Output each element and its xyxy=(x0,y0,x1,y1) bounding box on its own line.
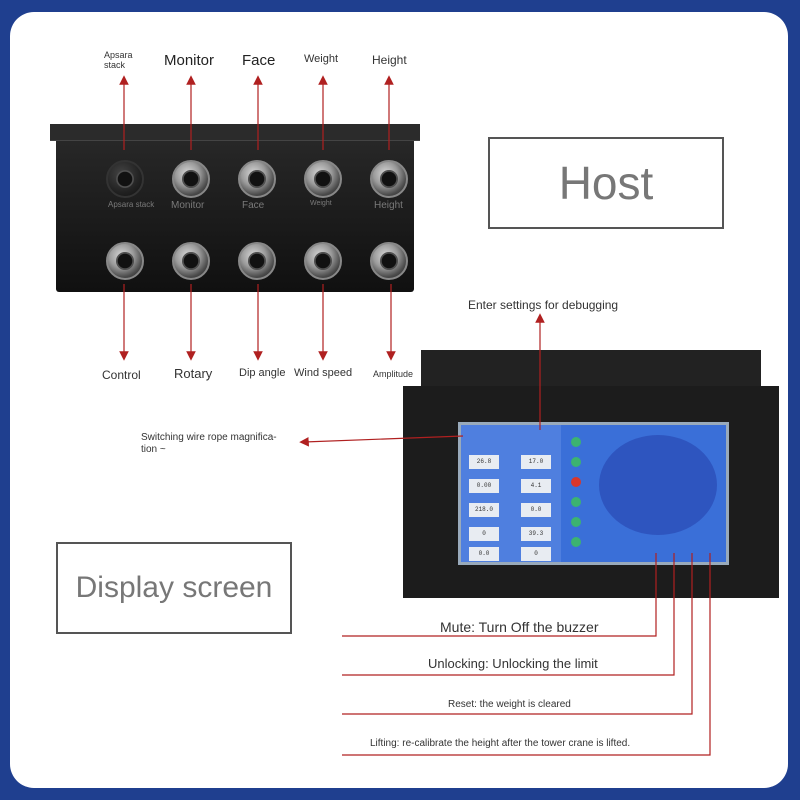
screen-value: 4.1 xyxy=(521,479,551,493)
screen-value: 218.0 xyxy=(469,503,499,517)
screen-value: 17.0 xyxy=(521,455,551,469)
face-connector xyxy=(238,160,276,198)
status-light[interactable] xyxy=(571,457,581,467)
label-monitor: Monitor xyxy=(164,52,215,69)
touch-screen: 26.8 17.0 0.00 4.1 218.0 0.0 0 39.3 0.0 … xyxy=(458,422,729,565)
wind-speed-connector xyxy=(304,242,342,280)
monitor-connector xyxy=(172,160,210,198)
host-title-box: Host xyxy=(488,137,724,229)
arrow-unlocking xyxy=(342,553,675,676)
screen-value: 0 xyxy=(521,547,551,561)
annotation-switching: Switching wire rope magnifica- tion ~ xyxy=(141,432,277,455)
status-light[interactable] xyxy=(571,537,581,547)
display-device: 26.8 17.0 0.00 4.1 218.0 0.0 0 39.3 0.0 … xyxy=(403,350,779,598)
label-rotary: Rotary xyxy=(174,366,213,381)
status-light[interactable] xyxy=(571,517,581,527)
screen-value: 26.8 xyxy=(469,455,499,469)
amplitude-connector xyxy=(370,242,408,280)
rotary-connector xyxy=(172,242,210,280)
annotation-mute: Mute: Turn Off the buzzer xyxy=(440,619,599,635)
label-dip-angle: Dip angle xyxy=(239,367,286,379)
annotation-reset: Reset: the weight is cleared xyxy=(448,699,571,710)
radar-display xyxy=(599,435,717,535)
screen-value: 0.0 xyxy=(469,547,499,561)
status-light[interactable] xyxy=(571,477,581,487)
annotation-lifting: Lifting: re-calibrate the height after t… xyxy=(370,738,631,749)
arrow-lifting xyxy=(342,553,711,756)
etched-label: Face xyxy=(242,200,265,211)
host-device: Apsara stack Monitor Face Weight Height xyxy=(50,124,420,292)
display-title-box: Display screen xyxy=(56,542,292,634)
etched-label: Apsara stack xyxy=(108,200,155,209)
label-weight: Weight xyxy=(304,53,339,65)
etched-label: Height xyxy=(374,200,403,211)
label-control: Control xyxy=(102,368,141,382)
label-face: Face xyxy=(242,52,276,69)
screen-value: 0.00 xyxy=(469,479,499,493)
dip-angle-connector xyxy=(238,242,276,280)
status-light[interactable] xyxy=(571,497,581,507)
arrow-switching xyxy=(299,435,464,447)
etched-label: Weight xyxy=(310,200,332,207)
status-light[interactable] xyxy=(571,437,581,447)
label-apsara-stack: Apsara stack xyxy=(104,50,133,70)
screen-value: 0 xyxy=(469,527,499,541)
label-amplitude: Amplitude xyxy=(373,369,414,379)
screen-value: 39.3 xyxy=(521,527,551,541)
apsara-stack-connector xyxy=(106,160,144,198)
arrow-mute xyxy=(342,553,657,637)
annotation-unlocking: Unlocking: Unlocking the limit xyxy=(428,656,598,671)
annotation-settings: Enter settings for debugging xyxy=(468,298,619,312)
label-height: Height xyxy=(372,53,407,67)
host-lid xyxy=(50,124,420,141)
etched-label: Monitor xyxy=(171,200,205,211)
label-wind-speed: Wind speed xyxy=(294,367,353,379)
weight-connector xyxy=(304,160,342,198)
arrow-reset xyxy=(342,553,693,715)
height-connector xyxy=(370,160,408,198)
control-connector xyxy=(106,242,144,280)
screen-value: 0.0 xyxy=(521,503,551,517)
